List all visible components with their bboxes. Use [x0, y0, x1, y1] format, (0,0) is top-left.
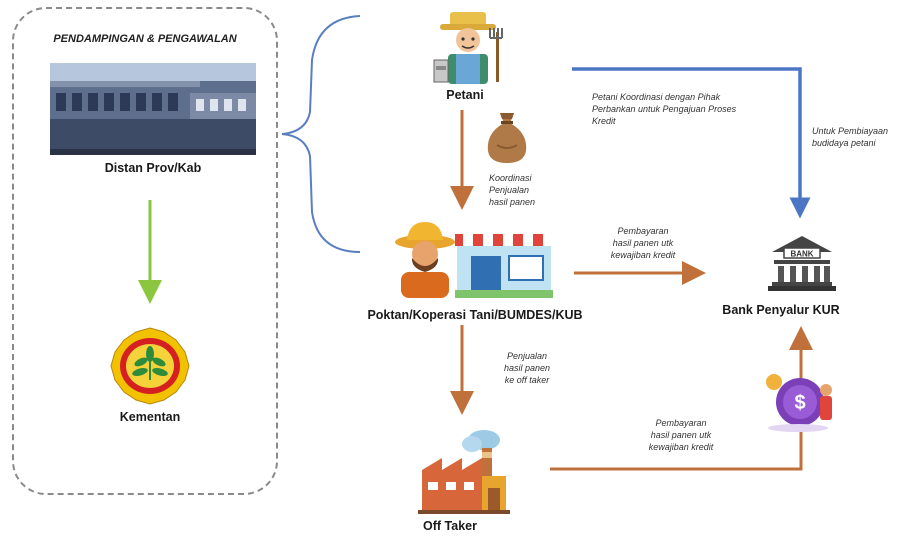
note-pay2-line1: Pembayaran: [655, 418, 707, 428]
note-koordinasi-line2: Penjualan: [489, 185, 530, 195]
farmer-icon: [433, 12, 503, 84]
kementan-logo: [110, 327, 190, 405]
note-pay2-line2: hasil panen utk: [650, 430, 712, 440]
money-icon: $: [766, 374, 832, 432]
note-petani-bank-line1: Petani Koordinasi dengan Pihak: [592, 92, 721, 102]
label-petani: Petani: [446, 88, 484, 102]
note-koordinasi-line1: Koordinasi: [489, 173, 532, 183]
building-photo: [50, 63, 256, 155]
label-offtaker: Off Taker: [423, 519, 477, 533]
note-pay1-line2: hasil panen utk: [612, 238, 674, 248]
note-jual-line1: Penjualan: [506, 351, 548, 361]
pendampingan-container: PENDAMPINGAN & PENGAWALAN: [12, 7, 278, 495]
svg-text:$: $: [794, 392, 805, 414]
brace: [281, 15, 361, 253]
note-pembiayaan: Untuk Pembiayaan budidaya petani: [812, 125, 888, 149]
note-pay1-line3: kewajiban kredit: [610, 250, 676, 260]
label-distan: Distan Prov/Kab: [104, 161, 202, 175]
note-pembiayaan-line1: Untuk Pembiayaan: [812, 126, 889, 136]
sack-icon: [487, 113, 527, 163]
label-kementan: Kementan: [119, 410, 181, 424]
container-title: PENDAMPINGAN & PENGAWALAN: [53, 33, 237, 45]
note-pembayaran-1: Pembayaran hasil panen utk kewajiban kre…: [588, 225, 698, 261]
bank-icon: BANK: [768, 236, 836, 291]
note-pay2-line3: kewajiban kredit: [648, 442, 714, 452]
factory-icon: [418, 430, 510, 514]
note-pembiayaan-line2: budidaya petani: [812, 138, 876, 148]
note-penjualan: Penjualan hasil panen ke off taker: [482, 350, 572, 386]
bank-sign-text: BANK: [790, 250, 813, 259]
arrow-petani-bank: [572, 67, 811, 219]
note-jual-line2: hasil panen: [503, 363, 551, 373]
note-koordinasi-line3: hasil panen: [489, 197, 536, 207]
note-petani-bank-line2: Perbankan untuk Pengajuan Proses: [592, 104, 737, 114]
label-bank: Bank Penyalur KUR: [722, 303, 840, 317]
note-koordinasi: Koordinasi Penjualan hasil panen: [489, 172, 535, 208]
poktan-icon: [395, 222, 553, 298]
note-pembayaran-2: Pembayaran hasil panen utk kewajiban kre…: [626, 417, 736, 453]
note-pay1-line1: Pembayaran: [617, 226, 669, 236]
label-poktan: Poktan/Koperasi Tani/BUMDES/KUB: [367, 308, 583, 322]
note-petani-bank: Petani Koordinasi dengan Pihak Perbankan…: [592, 91, 736, 127]
note-jual-line3: ke off taker: [504, 375, 550, 385]
note-petani-bank-line3: Kredit: [592, 116, 616, 126]
